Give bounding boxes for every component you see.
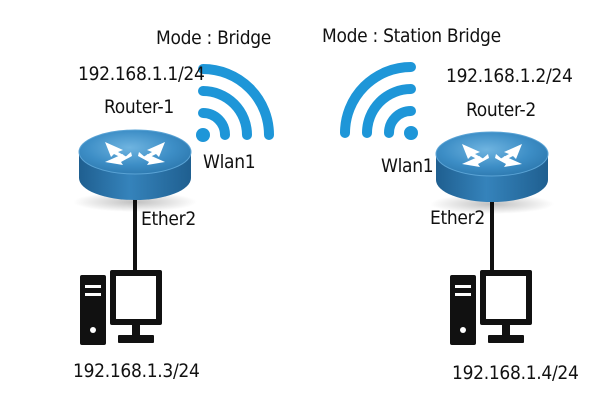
router-name-label: Router-1: [104, 96, 174, 118]
mode-label-right: Mode : Station Bridge: [322, 25, 501, 47]
desktop-computer-icon: [80, 270, 162, 345]
router-name-label: Router-2: [466, 99, 536, 121]
wired-interface-label: Ether2: [141, 208, 196, 230]
router-icon: [73, 129, 197, 212]
wifi-signal-icon: [196, 64, 274, 142]
wired-interface-label: Ether2: [430, 207, 485, 229]
wireless-interface-label: Wlan1: [203, 151, 256, 173]
router-icon: [430, 131, 554, 214]
pc-ip-label: 192.168.1.3/24: [73, 360, 200, 382]
mode-label-left: Mode : Bridge: [156, 27, 272, 49]
desktop-computer-icon: [450, 270, 532, 345]
wireless-interface-label: Wlan1: [381, 155, 434, 177]
router-ip-label: 192.168.1.1/24: [78, 63, 205, 85]
router-ip-label: 192.168.1.2/24: [446, 65, 573, 87]
wifi-signal-icon: [340, 62, 418, 140]
pc-ip-label: 192.168.1.4/24: [452, 362, 579, 384]
